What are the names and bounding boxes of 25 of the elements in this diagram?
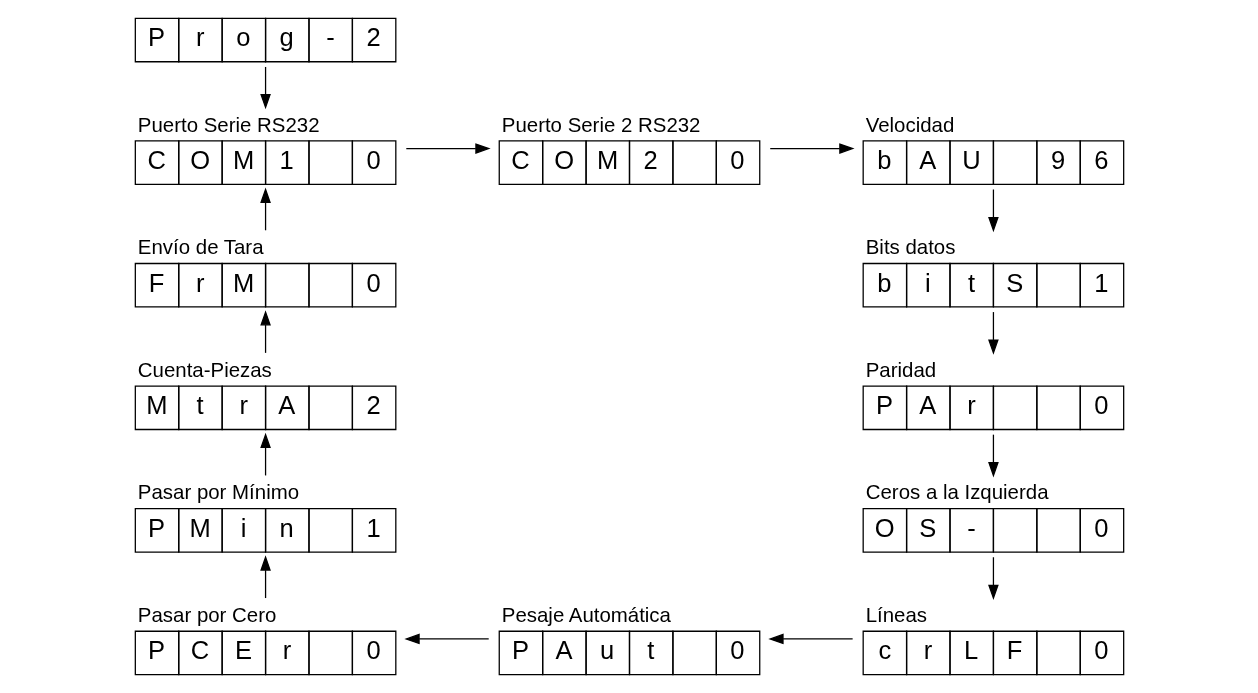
- arrow: [259, 310, 271, 354]
- node-label: Pasar por Mínimo: [137, 481, 299, 504]
- arrow: [405, 143, 491, 154]
- arrow: [259, 187, 271, 231]
- arrow: [987, 311, 999, 355]
- node-label: Pasar por Cero: [137, 604, 276, 627]
- arrow: [769, 143, 855, 154]
- arrow: [987, 434, 999, 478]
- arrow: [987, 188, 999, 233]
- node-label: Puerto Serie 2 RS232: [501, 113, 700, 136]
- arrow: [767, 633, 853, 645]
- arrow: [259, 555, 271, 599]
- node-label: Velocidad: [865, 113, 954, 136]
- node-label: Paridad: [865, 358, 936, 381]
- node-label: Líneas: [865, 604, 927, 627]
- node-label: Cuenta-Piezas: [137, 358, 272, 381]
- arrow: [259, 66, 271, 110]
- node-label: Ceros a la Izquierda: [865, 481, 1048, 504]
- node-label: Puerto Serie RS232: [137, 113, 320, 136]
- node-label: Envío de Tara: [137, 236, 264, 259]
- node-label: Pesaje Automática: [501, 604, 671, 627]
- arrow: [259, 432, 271, 477]
- node-label: Bits datos: [865, 236, 955, 259]
- arrow: [403, 633, 489, 645]
- arrow: [987, 556, 999, 600]
